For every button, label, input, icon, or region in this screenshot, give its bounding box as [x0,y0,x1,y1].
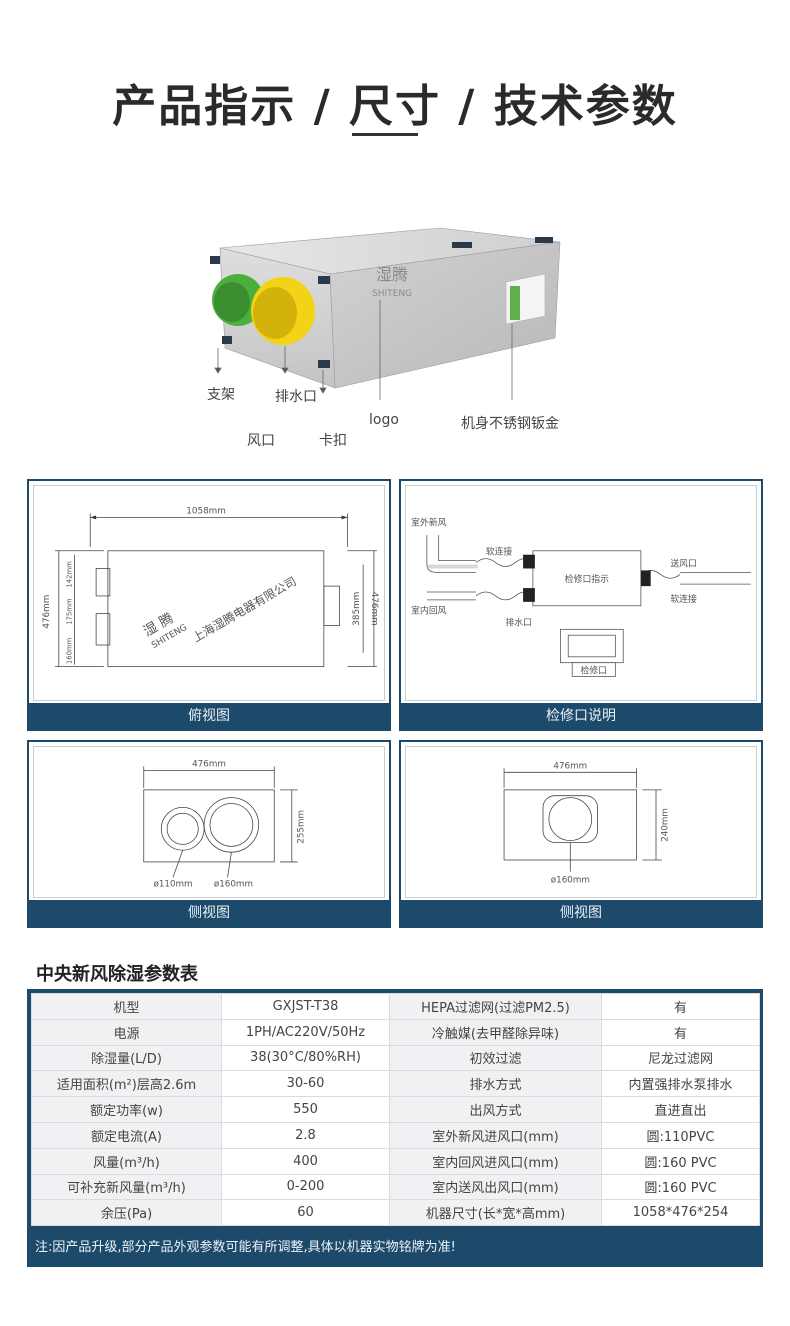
spec-label-cell: 可补充新风量(m³/h) [31,1173,222,1201]
maintenance-drawing: 室外新风 软连接 室内回风 排水口 检修口指示 送风口 软连接 检修口 [411,516,751,677]
product-brand-en: SHITENG [372,289,412,299]
title-underline [352,133,418,136]
callout-clip: 卡扣 [319,433,347,449]
spec-value-cell: 圆:160 PVC [601,1173,760,1201]
dim-d3: 160mm [66,637,74,664]
spec-value-cell: 直进直出 [601,1096,760,1123]
spec-value-cell: 550 [221,1096,390,1123]
spec-table-title: 中央新风除湿参数表 [36,964,198,985]
panel-top-view-caption: 俯视图 [29,703,389,729]
spec-value-cell: 有 [601,1018,760,1046]
spec-label-cell: 适用面积(m²)层高2.6m [31,1070,222,1098]
spec-value-cell: 400 [221,1147,390,1175]
callout-logo: logo [369,412,399,428]
spec-label-cell: 机型 [31,993,222,1020]
spec-label-cell: 室外新风进风口(mm) [389,1121,602,1149]
panel-maintenance-caption: 检修口说明 [401,703,761,729]
label-drain: 排水口 [505,616,532,628]
spec-label-cell: 冷触媒(去甲醛除异味) [389,1018,602,1046]
spec-label-cell: 室内送风出风口(mm) [389,1173,602,1201]
spec-value-cell: 38(30°C/80%RH) [221,1044,390,1072]
spec-label-cell: 余压(Pa) [31,1199,222,1227]
panel-maintenance: 室外新风 软连接 室内回风 排水口 检修口指示 送风口 软连接 检修口 检修口说… [399,479,763,731]
spec-value-cell: 30-60 [221,1070,390,1098]
panel-side-view-2-caption: 侧视图 [401,900,761,926]
watermark-company: 上海湿腾电器有限公司 [190,574,299,645]
product-illustration: 湿腾 SHITENG [210,227,561,400]
table-row: 除湿量(L/D)38(30°C/80%RH)初效过滤尼龙过滤网 [31,1044,760,1072]
label-access: 检修口 [581,664,608,676]
dim-side1-height: 255mm [296,810,306,844]
spec-value-cell: 内置强排水泵排水 [601,1070,760,1098]
spec-label-cell: 额定功率(w) [31,1096,222,1123]
dim-height-right: 385mm [352,592,362,626]
spec-value-cell: 1058*476*254 [601,1199,760,1227]
side-view-2-drawing: 476mm 240mm ø160mm [503,761,671,885]
spec-value-cell: 圆:160 PVC [601,1147,760,1175]
label-outdoor-fresh: 室外新风 [411,516,446,528]
label-soft-joint-right: 软连接 [670,593,697,605]
spec-label-cell: 除湿量(L/D) [31,1044,222,1072]
side-view-1-drawing: 476mm 255mm ø110mm ø160mm [143,759,306,889]
spec-label-cell: 出风方式 [389,1096,602,1123]
spec-label-cell: 电源 [31,1018,222,1046]
product-brand-cn: 湿腾 [376,265,408,284]
spec-value-cell: 圆:110PVC [601,1121,760,1149]
dim-width-left: 476mm [42,595,52,629]
label-indoor-return: 室内回风 [411,605,446,617]
dim-d1: 142mm [66,561,74,588]
top-view-drawing: 1058mm 476mm 385mm 476mm 142mm 175mm 160… [42,506,379,668]
callout-bracket: 支架 [207,387,235,403]
panel-side-view-2: 476mm 240mm ø160mm 侧视图 [399,740,763,928]
dim-port-large: ø160mm [214,879,253,889]
spec-note: 注:因产品升级,部分产品外观参数可能有所调整,具体以机器实物铭牌为准! [35,1240,456,1255]
spec-label-cell: 排水方式 [389,1070,602,1098]
dim-side1-width: 476mm [192,759,226,769]
panel-top-view: 1058mm 476mm 385mm 476mm 142mm 175mm 160… [27,479,391,731]
dim-side2-height: 240mm [661,808,671,842]
label-panel: 检修口指示 [565,573,609,585]
spec-value-cell: 1PH/AC220V/50Hz [221,1018,390,1046]
spec-value-cell: 尼龙过滤网 [601,1044,760,1072]
dim-width-right: 476mm [369,592,379,626]
dim-d2: 175mm [66,598,74,625]
page-title: 产品指示 / 尺寸 / 技术参数 [112,81,678,132]
callout-body: 机身不锈钢钣金 [461,416,559,432]
spec-label-cell: HEPA过滤网(过滤PM2.5) [389,993,602,1020]
panel-side-view-1: 476mm 255mm ø110mm ø160mm 侧视图 [27,740,391,928]
spec-label-cell: 初效过滤 [389,1044,602,1072]
dim-side2-port: ø160mm [551,875,590,885]
spec-value-cell: 有 [601,993,760,1020]
spec-value-cell: 0-200 [221,1173,390,1201]
callout-drain: 排水口 [275,389,317,405]
label-supply: 送风口 [670,557,697,569]
spec-value-cell: 60 [221,1199,390,1227]
spec-label-cell: 机器尺寸(长*宽*高mm) [389,1199,602,1227]
callout-air-port: 风口 [247,433,275,449]
label-soft-joint-top: 软连接 [486,546,513,558]
spec-label-cell: 额定电流(A) [31,1121,222,1149]
spec-value-cell: GXJST-T38 [221,993,390,1020]
spec-value-cell: 2.8 [221,1121,390,1149]
spec-label-cell: 风量(m³/h) [31,1147,222,1175]
dim-length: 1058mm [186,506,226,516]
dim-port-small: ø110mm [153,879,192,889]
spec-label-cell: 室内回风进风口(mm) [389,1147,602,1175]
dim-side2-width: 476mm [553,761,587,771]
panel-side-view-1-caption: 侧视图 [29,900,389,926]
